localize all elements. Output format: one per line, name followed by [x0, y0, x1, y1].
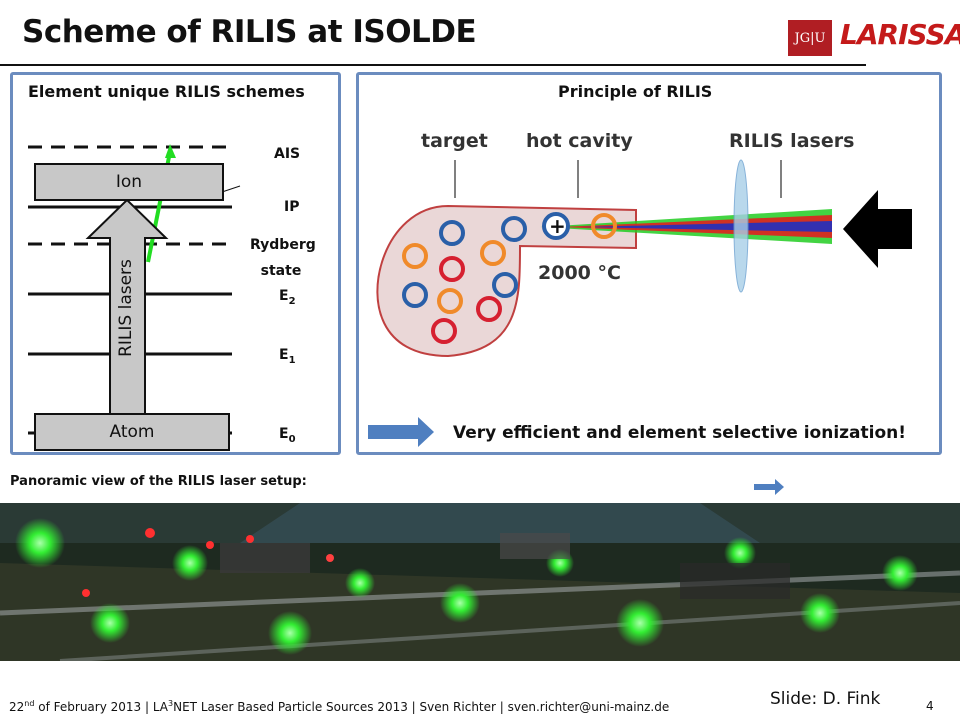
ip-label: IP — [284, 199, 300, 215]
rydberg-label-line2: state — [260, 263, 302, 279]
atom-red-1 — [439, 256, 465, 282]
footer-date-day: 22 — [9, 700, 25, 714]
e1-letter: E — [279, 347, 289, 363]
e1-label: E1 — [279, 347, 296, 366]
footer-text: 22nd of February 2013 | LA3NET Laser Bas… — [9, 699, 669, 714]
rilis-lasers-label: RILIS lasers — [729, 130, 855, 152]
hot-cavity-label: hot cavity — [526, 130, 633, 152]
atom-orange-4 — [437, 288, 463, 314]
panorama-caption: Panoramic view of the RILIS laser setup: — [10, 474, 307, 489]
e1-subscript: 1 — [288, 354, 296, 366]
lens — [733, 159, 749, 293]
atom-box: Atom — [34, 413, 230, 451]
rydberg-label-line1: Rydberg — [250, 237, 316, 253]
direction-arrow-black — [843, 190, 912, 268]
ion-label: Ion — [115, 172, 143, 192]
atom-orange-2 — [480, 240, 506, 266]
rilis-schemes-panel — [10, 72, 341, 455]
atom-blue-1 — [439, 220, 465, 246]
slide-credit: Slide: D. Fink — [770, 689, 881, 709]
footer-text-mid: of February 2013 | LA — [34, 700, 169, 714]
panorama-arrow — [754, 479, 784, 495]
ion-connector — [221, 185, 241, 193]
ion-circle — [542, 212, 570, 240]
title-underline — [0, 64, 866, 66]
atom-orange-3 — [591, 213, 617, 239]
e0-letter: E — [279, 426, 289, 442]
larissa-logo: LARISSA — [840, 18, 960, 51]
rilis-lasers-arrow — [85, 198, 169, 416]
e2-subscript: 2 — [288, 295, 296, 307]
laser-setup-panorama — [0, 503, 960, 661]
atom-red-3 — [431, 318, 457, 344]
e0-subscript: 0 — [288, 433, 296, 445]
rydberg-label: Rydberg state — [250, 232, 316, 284]
page-number: 4 — [926, 699, 934, 713]
slide-title: Scheme of RILIS at ISOLDE — [22, 14, 477, 50]
e2-letter: E — [279, 288, 289, 304]
rilis-principle-panel — [356, 72, 942, 455]
right-panel-title: Principle of RILIS — [558, 82, 713, 101]
footer-superscript-3: 3 — [168, 699, 174, 708]
footer-date-suffix: nd — [24, 699, 35, 708]
atom-label: Atom — [109, 422, 155, 442]
atom-blue-2 — [501, 216, 527, 242]
jgu-logo: JG|U — [788, 20, 832, 56]
e0-label: E0 — [279, 426, 296, 445]
panorama-photo — [0, 503, 960, 661]
footer-text-post: NET Laser Based Particle Sources 2013 | … — [173, 700, 670, 714]
atom-red-2 — [476, 296, 502, 322]
green-arrowhead — [165, 144, 176, 158]
atom-orange-1 — [402, 243, 428, 269]
ion-plus-symbol: + — [549, 214, 566, 238]
e2-label: E2 — [279, 288, 296, 307]
ais-label: AIS — [274, 146, 301, 162]
atom-blue-3 — [402, 282, 428, 308]
laser-beam-blue — [580, 221, 832, 232]
temperature-label: 2000 °C — [538, 262, 621, 284]
left-panel-title: Element unique RILIS schemes — [28, 82, 305, 101]
ion-box: Ion — [34, 163, 224, 201]
atom-blue-4 — [492, 272, 518, 298]
conclusion-text: Very efficient and element selective ion… — [453, 423, 907, 443]
target-label: target — [421, 130, 488, 152]
conclusion-arrow — [368, 417, 434, 447]
